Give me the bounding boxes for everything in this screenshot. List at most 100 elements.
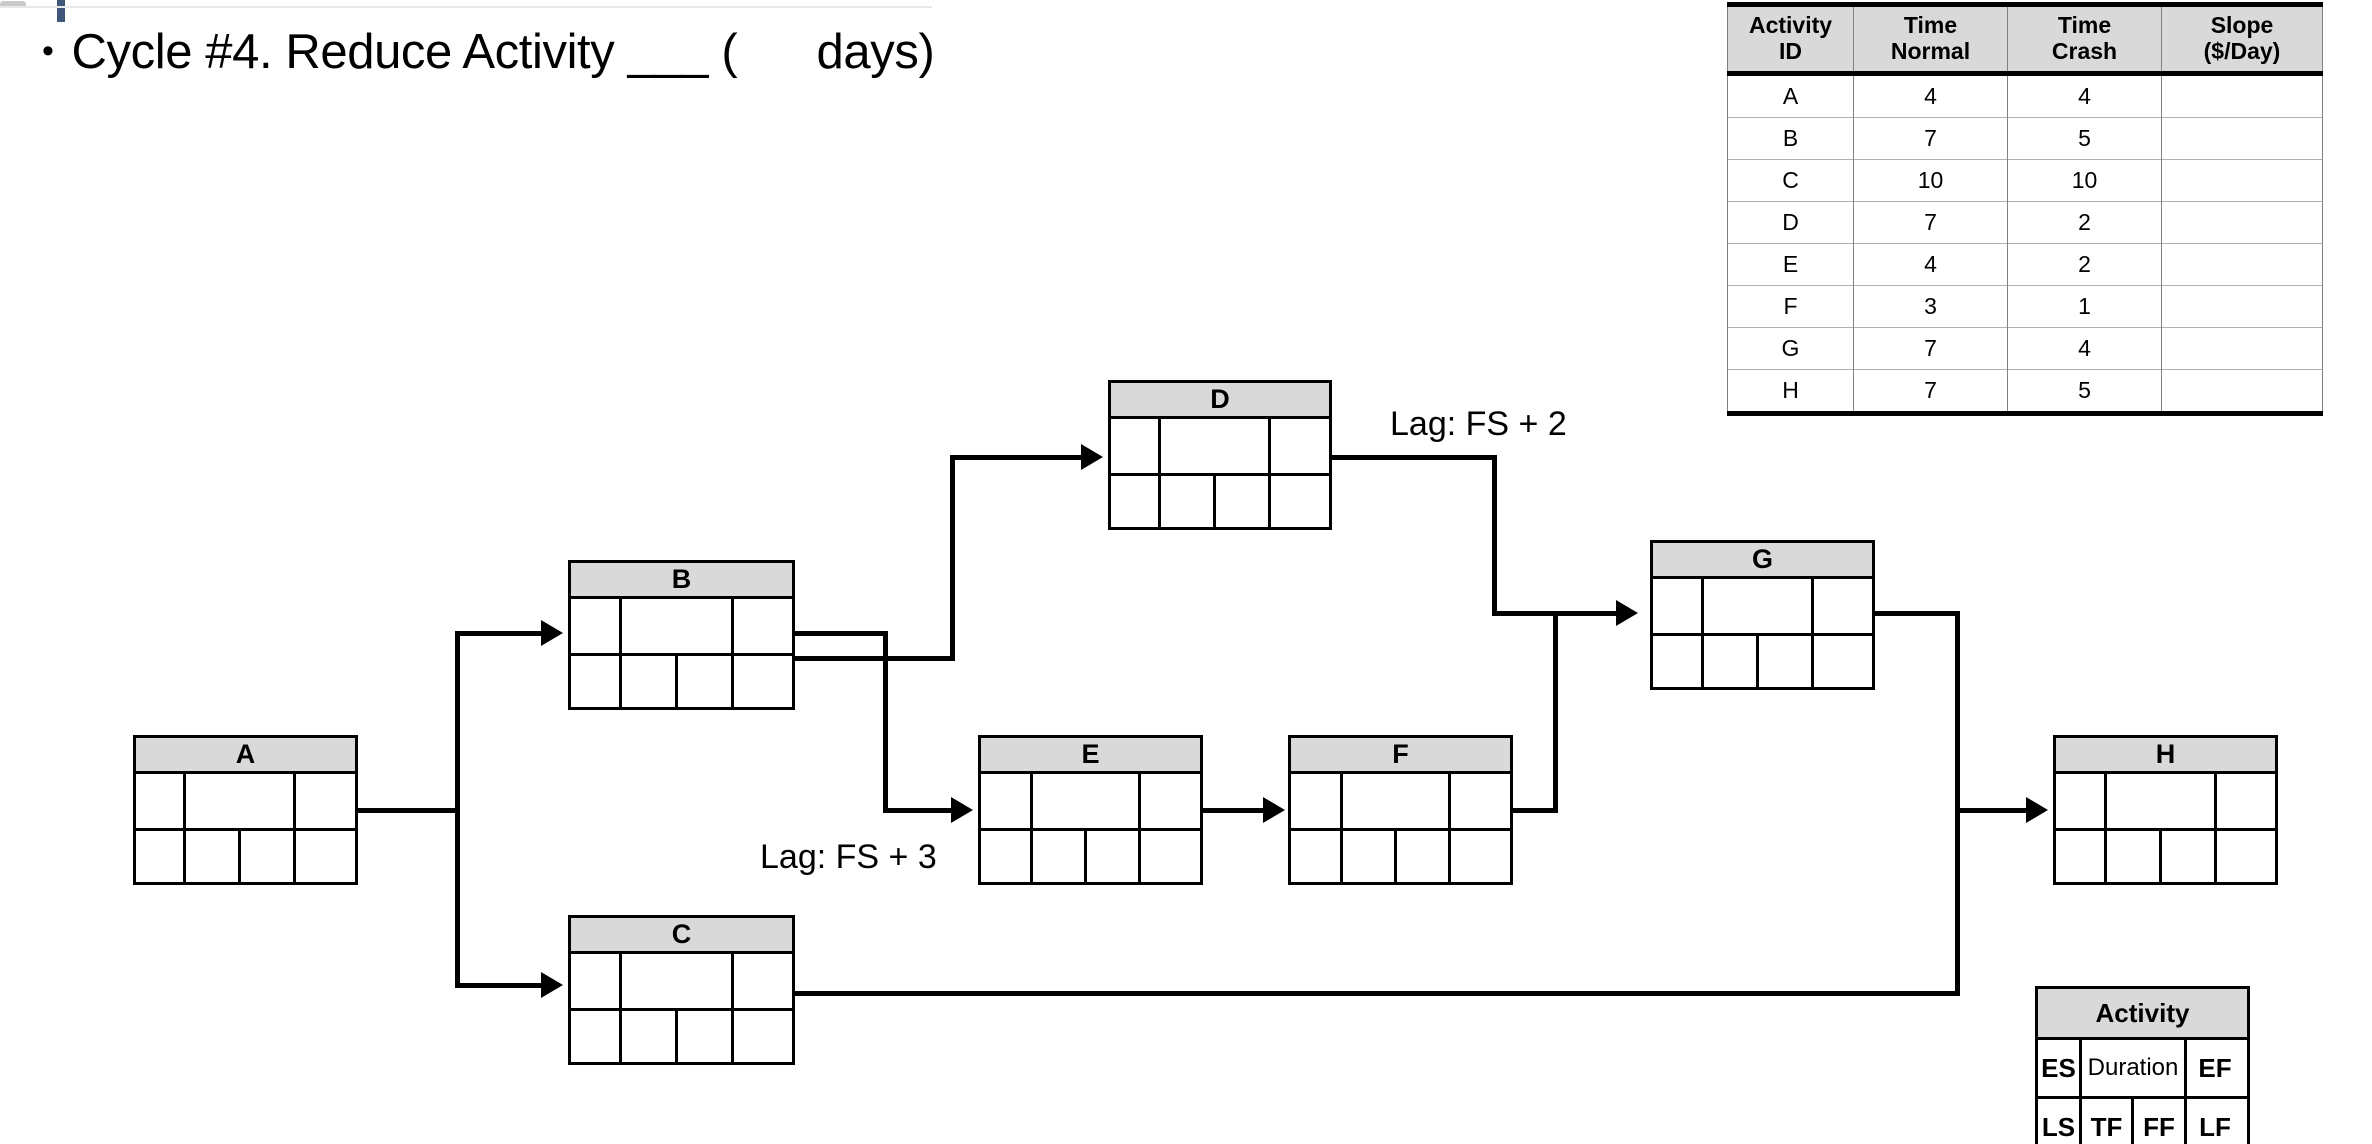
cell-time-crash: 4	[2007, 326, 2162, 369]
connector-b-split-down	[883, 631, 888, 813]
activity-node-b-label: B	[571, 563, 792, 599]
connector-b-to-d-lower	[795, 656, 955, 661]
cell-ef[interactable]	[1451, 774, 1510, 828]
cell-es[interactable]	[1653, 579, 1704, 633]
cell-ls[interactable]	[571, 656, 622, 707]
activity-node-g-label: G	[1653, 543, 1872, 579]
cell-ef[interactable]	[734, 599, 792, 653]
cell-duration[interactable]	[1343, 774, 1451, 828]
activity-node-e[interactable]: E	[978, 735, 1203, 885]
connector-c-to-h-vertical	[1955, 808, 1960, 996]
cell-lf[interactable]	[2217, 831, 2275, 882]
cell-tf[interactable]	[1704, 636, 1759, 687]
cell-duration[interactable]	[186, 774, 296, 828]
bullet-icon: •	[42, 32, 54, 70]
activity-node-g-row-top	[1653, 579, 1872, 633]
cell-duration[interactable]	[2107, 774, 2217, 828]
cell-ff[interactable]	[241, 831, 296, 882]
cell-duration[interactable]	[622, 954, 734, 1008]
connector-a-to-b	[455, 631, 545, 636]
cell-ls[interactable]	[1291, 831, 1343, 882]
cell-lf[interactable]	[734, 1011, 792, 1062]
legend-cell-ef: EF	[2198, 1052, 2232, 1083]
top-left-artifact	[0, 1, 26, 8]
cell-es[interactable]	[1291, 774, 1343, 828]
cell-ls[interactable]	[1653, 636, 1704, 687]
cell-ef[interactable]	[1814, 579, 1872, 633]
cell-ef[interactable]	[1271, 419, 1329, 473]
cell-lf[interactable]	[1141, 831, 1200, 882]
cell-tf[interactable]	[1033, 831, 1087, 882]
cell-ls[interactable]	[571, 1011, 622, 1062]
cell-duration[interactable]	[1704, 579, 1814, 633]
cell-es[interactable]	[571, 599, 622, 653]
cell-es[interactable]	[136, 774, 186, 828]
activity-node-g[interactable]: G	[1650, 540, 1875, 690]
cell-es[interactable]	[1111, 419, 1161, 473]
cell-duration[interactable]	[622, 599, 734, 653]
cell-ls[interactable]	[2056, 831, 2107, 882]
cell-lf[interactable]	[1271, 476, 1329, 527]
activity-node-d[interactable]: D	[1108, 380, 1332, 530]
cell-activity-id: C	[1727, 158, 1854, 201]
cell-slope	[2161, 368, 2323, 413]
activity-node-h[interactable]: H	[2053, 735, 2278, 885]
arrowhead-into-g	[1616, 600, 1638, 626]
cell-ls[interactable]	[981, 831, 1033, 882]
activity-node-b[interactable]: B	[568, 560, 795, 710]
cell-ff[interactable]	[678, 1011, 734, 1062]
cell-activity-id: F	[1727, 284, 1854, 327]
top-divider-rule	[0, 6, 932, 8]
cell-lf[interactable]	[1451, 831, 1510, 882]
cell-slope	[2161, 200, 2323, 243]
connector-b-to-d-upper	[950, 455, 1085, 460]
cell-ef[interactable]	[734, 954, 792, 1008]
cell-duration[interactable]	[1033, 774, 1141, 828]
cell-ef[interactable]	[296, 774, 355, 828]
cell-time-normal: 7	[1853, 200, 2008, 243]
lag-label-b-to-e: Lag: FS + 3	[760, 838, 937, 876]
cell-tf[interactable]	[622, 656, 678, 707]
activity-node-e-row-top	[981, 774, 1200, 828]
cell-es[interactable]	[981, 774, 1033, 828]
cell-ff[interactable]	[1216, 476, 1271, 527]
cell-ef[interactable]	[2217, 774, 2275, 828]
activity-node-c[interactable]: C	[568, 915, 795, 1065]
cell-ls[interactable]	[1111, 476, 1161, 527]
cell-duration[interactable]	[1161, 419, 1271, 473]
cell-tf[interactable]	[186, 831, 241, 882]
cell-tf[interactable]	[1161, 476, 1216, 527]
cell-ff[interactable]	[1087, 831, 1141, 882]
activity-node-a[interactable]: A	[133, 735, 358, 885]
cell-activity-id: A	[1727, 73, 1854, 117]
activity-node-f[interactable]: F	[1288, 735, 1513, 885]
activity-node-d-label: D	[1111, 383, 1329, 419]
cell-time-crash: 2	[2007, 242, 2162, 285]
cell-tf[interactable]	[2107, 831, 2162, 882]
cell-tf[interactable]	[1343, 831, 1397, 882]
cell-tf[interactable]	[622, 1011, 678, 1062]
cell-lf[interactable]	[296, 831, 355, 882]
cell-time-crash: 4	[2007, 73, 2162, 117]
cell-ff[interactable]	[1397, 831, 1451, 882]
lag-label-d-to-g: Lag: FS + 2	[1390, 405, 1567, 443]
cell-lf[interactable]	[734, 656, 792, 707]
legend-cell-ls: LS	[2038, 1099, 2082, 1144]
cell-es[interactable]	[2056, 774, 2107, 828]
cell-lf[interactable]	[1814, 636, 1872, 687]
arrowhead-into-h	[2026, 797, 2048, 823]
cell-ef[interactable]	[1141, 774, 1200, 828]
legend-cell-lf: LF	[2199, 1111, 2231, 1142]
cell-ls[interactable]	[136, 831, 186, 882]
cell-ff[interactable]	[678, 656, 734, 707]
cell-slope	[2161, 73, 2323, 117]
cursor-artifact-icon	[57, 0, 65, 22]
cell-es[interactable]	[571, 954, 622, 1008]
cell-ff[interactable]	[1759, 636, 1814, 687]
cell-slope	[2161, 158, 2323, 201]
cell-ff[interactable]	[2162, 831, 2217, 882]
